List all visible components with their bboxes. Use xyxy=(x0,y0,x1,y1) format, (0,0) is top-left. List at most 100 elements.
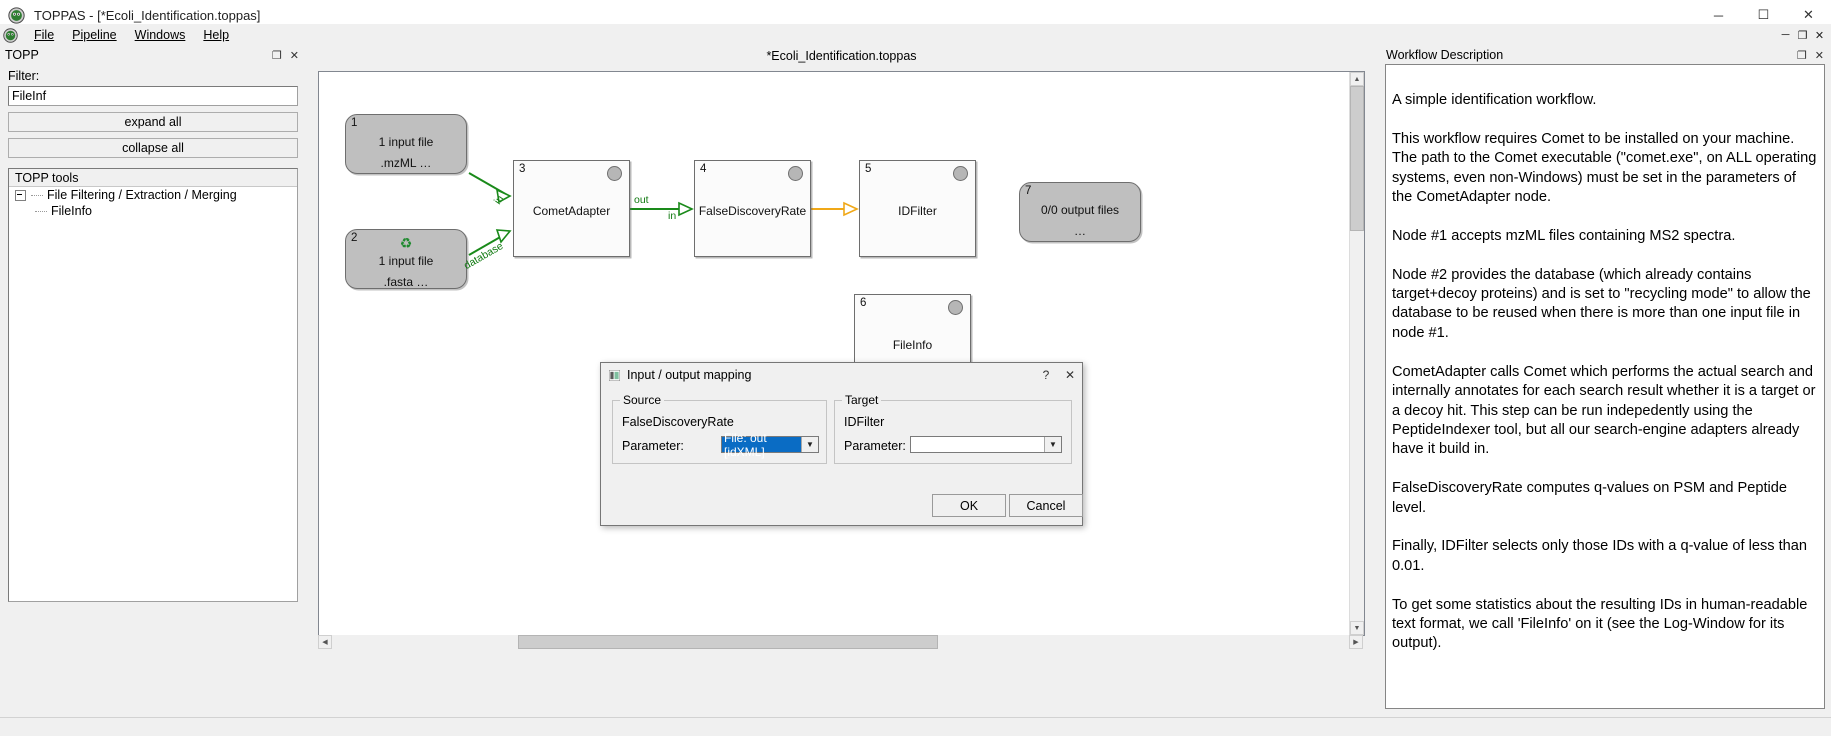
description-text-area[interactable]: A simple identification workflow. This w… xyxy=(1385,64,1825,709)
node-5-number: 5 xyxy=(865,163,872,175)
description-text: A simple identification workflow. This w… xyxy=(1392,92,1817,652)
edge-label-in-2: in xyxy=(668,210,677,222)
collapse-all-button[interactable]: collapse all xyxy=(8,138,298,158)
workflow-node-7-output[interactable]: 7 0/0 output files … xyxy=(1019,182,1141,242)
horizontal-scroll-thumb[interactable] xyxy=(518,635,938,649)
target-group: Target IDFilter Parameter: ▼ xyxy=(834,393,1072,464)
topp-panel-title: TOPP xyxy=(5,48,39,62)
window-controls: ─ ☐ ✕ xyxy=(1696,0,1831,30)
collapse-expander-icon[interactable] xyxy=(15,189,26,201)
topp-tools-header: TOPP tools xyxy=(9,169,297,187)
mdi-minimize-button[interactable]: ─ xyxy=(1781,29,1790,41)
topp-dock-panel: TOPP ❐ ✕ Filter: FileInf expand all coll… xyxy=(0,46,306,718)
source-node-name: FalseDiscoveryRate xyxy=(622,415,734,429)
edge-input1-to-cometadapter xyxy=(468,172,512,204)
node-7-line1: 0/0 output files xyxy=(1040,203,1120,217)
tree-node-fileinfo-label: FileInfo xyxy=(51,204,92,218)
menu-help[interactable]: Help xyxy=(194,26,238,44)
dialog-close-button[interactable]: ✕ xyxy=(1064,368,1076,382)
target-parameter-label: Parameter: xyxy=(844,439,906,453)
vertical-scroll-thumb[interactable] xyxy=(1350,86,1364,231)
node-7-number: 7 xyxy=(1025,185,1032,197)
node-3-number: 3 xyxy=(519,163,526,175)
topp-float-icon[interactable]: ❐ xyxy=(271,49,282,62)
workflow-node-2[interactable]: 2 ♻ 1 input file .fasta … xyxy=(345,229,467,289)
filter-input[interactable]: FileInf xyxy=(8,86,298,106)
source-parameter-label: Parameter: xyxy=(622,439,684,453)
node-4-label: FalseDiscoveryRate xyxy=(698,204,807,218)
workflow-description-dock: Workflow Description ❐ ✕ A simple identi… xyxy=(1381,46,1831,718)
workflow-node-3-cometadapter[interactable]: 3 CometAdapter xyxy=(513,160,630,257)
tree-node-fileinfo[interactable]: FileInfo xyxy=(9,203,297,219)
description-dock-actions: ❐ ✕ xyxy=(1797,49,1831,62)
topp-panel-header: TOPP ❐ ✕ xyxy=(0,46,306,64)
topp-tools-tree[interactable]: TOPP tools File Filtering / Extraction /… xyxy=(8,168,298,602)
node-2-number: 2 xyxy=(351,232,358,244)
workflow-edges xyxy=(468,172,859,256)
scroll-right-button[interactable]: ▶ xyxy=(1349,635,1363,649)
node-5-status-indicator-icon xyxy=(953,166,968,181)
node-4-status-indicator-icon xyxy=(788,166,803,181)
source-parameter-combobox[interactable]: File: out [idXML] ▼ xyxy=(721,431,819,459)
node-4-number: 4 xyxy=(700,163,707,175)
menu-windows[interactable]: Windows xyxy=(126,26,195,44)
topp-close-icon[interactable]: ✕ xyxy=(289,49,299,62)
description-close-icon[interactable]: ✕ xyxy=(1814,49,1824,62)
dialog-help-button[interactable]: ? xyxy=(1042,368,1050,382)
workflow-node-4-falsediscoveryrate[interactable]: 4 FalseDiscoveryRate xyxy=(694,160,811,257)
edge-cometadapter-to-falsediscoveryrate xyxy=(630,201,694,217)
canvas-vertical-scrollbar[interactable]: ▲ ▼ xyxy=(1349,72,1364,635)
dialog-ok-button[interactable]: OK xyxy=(932,494,1006,517)
node-7-line2: … xyxy=(1074,224,1086,238)
window-title: TOPPAS - [*Ecoli_Identification.toppas] xyxy=(34,7,261,23)
description-float-icon[interactable]: ❐ xyxy=(1796,49,1807,62)
workflow-node-1[interactable]: 1 1 input file .mzML … xyxy=(345,114,467,174)
description-panel-header: Workflow Description ❐ ✕ xyxy=(1381,46,1831,64)
workflow-node-5-idfilter[interactable]: 5 IDFilter xyxy=(859,160,976,257)
mapping-icon xyxy=(609,369,620,381)
tree-node-category-label: File Filtering / Extraction / Merging xyxy=(47,188,237,202)
scroll-down-button[interactable]: ▼ xyxy=(1350,621,1364,635)
dialog-cancel-button[interactable]: Cancel xyxy=(1009,494,1083,517)
workflow-canvas-content: 1 1 input file .mzML … 2 ♻ 1 input file … xyxy=(319,72,1349,620)
expand-all-button[interactable]: expand all xyxy=(8,112,298,132)
node-6-number: 6 xyxy=(860,297,867,309)
mdi-window-controls: ─ ❐ ✕ xyxy=(1778,29,1831,42)
target-parameter-value xyxy=(911,437,1044,452)
menu-windows-label: Windows xyxy=(134,28,186,42)
menu-help-label: Help xyxy=(203,28,230,42)
workflow-canvas[interactable]: 1 1 input file .mzML … 2 ♻ 1 input file … xyxy=(318,71,1365,636)
close-button[interactable]: ✕ xyxy=(1803,7,1814,22)
source-chevron-down-icon[interactable]: ▼ xyxy=(801,437,818,452)
tree-connector-icon xyxy=(31,194,43,196)
mdi-close-button[interactable]: ✕ xyxy=(1814,29,1825,42)
node-1-line1: 1 input file xyxy=(378,135,434,149)
dialog-title: Input / output mapping xyxy=(627,368,752,382)
menu-pipeline[interactable]: Pipeline xyxy=(63,26,125,44)
canvas-horizontal-scrollbar[interactable]: ◀ ▶ xyxy=(318,635,1363,649)
minimize-button[interactable]: ─ xyxy=(1713,7,1724,23)
node-3-status-indicator-icon xyxy=(607,166,622,181)
menu-file[interactable]: File xyxy=(25,26,63,44)
menu-bar: File Pipeline Windows Help ─ ❐ ✕ xyxy=(0,24,1831,46)
recycling-mode-icon: ♻ xyxy=(399,235,413,251)
target-chevron-down-icon[interactable]: ▼ xyxy=(1044,437,1061,452)
input-output-mapping-dialog[interactable]: Input / output mapping ? ✕ Source FalseD… xyxy=(600,362,1083,526)
status-bar xyxy=(0,717,1831,736)
dialog-title-bar: Input / output mapping ? ✕ xyxy=(601,363,1082,387)
filter-label: Filter: xyxy=(8,69,40,83)
scroll-up-button[interactable]: ▲ xyxy=(1350,72,1364,86)
mdi-restore-button[interactable]: ❐ xyxy=(1797,29,1808,42)
tree-node-category[interactable]: File Filtering / Extraction / Merging xyxy=(9,187,297,203)
scroll-left-button[interactable]: ◀ xyxy=(318,635,332,649)
node-2-line2: .fasta … xyxy=(383,275,429,289)
target-parameter-combobox[interactable]: ▼ xyxy=(910,436,1062,453)
source-group-title: Source xyxy=(620,393,665,407)
edge-label-out: out xyxy=(634,194,649,206)
maximize-button[interactable]: ☐ xyxy=(1757,7,1770,22)
target-group-title: Target xyxy=(842,393,882,407)
node-1-line2: .mzML … xyxy=(380,156,432,170)
source-parameter-value: File: out [idXML] xyxy=(722,431,801,459)
menu-pipeline-label: Pipeline xyxy=(72,28,117,42)
